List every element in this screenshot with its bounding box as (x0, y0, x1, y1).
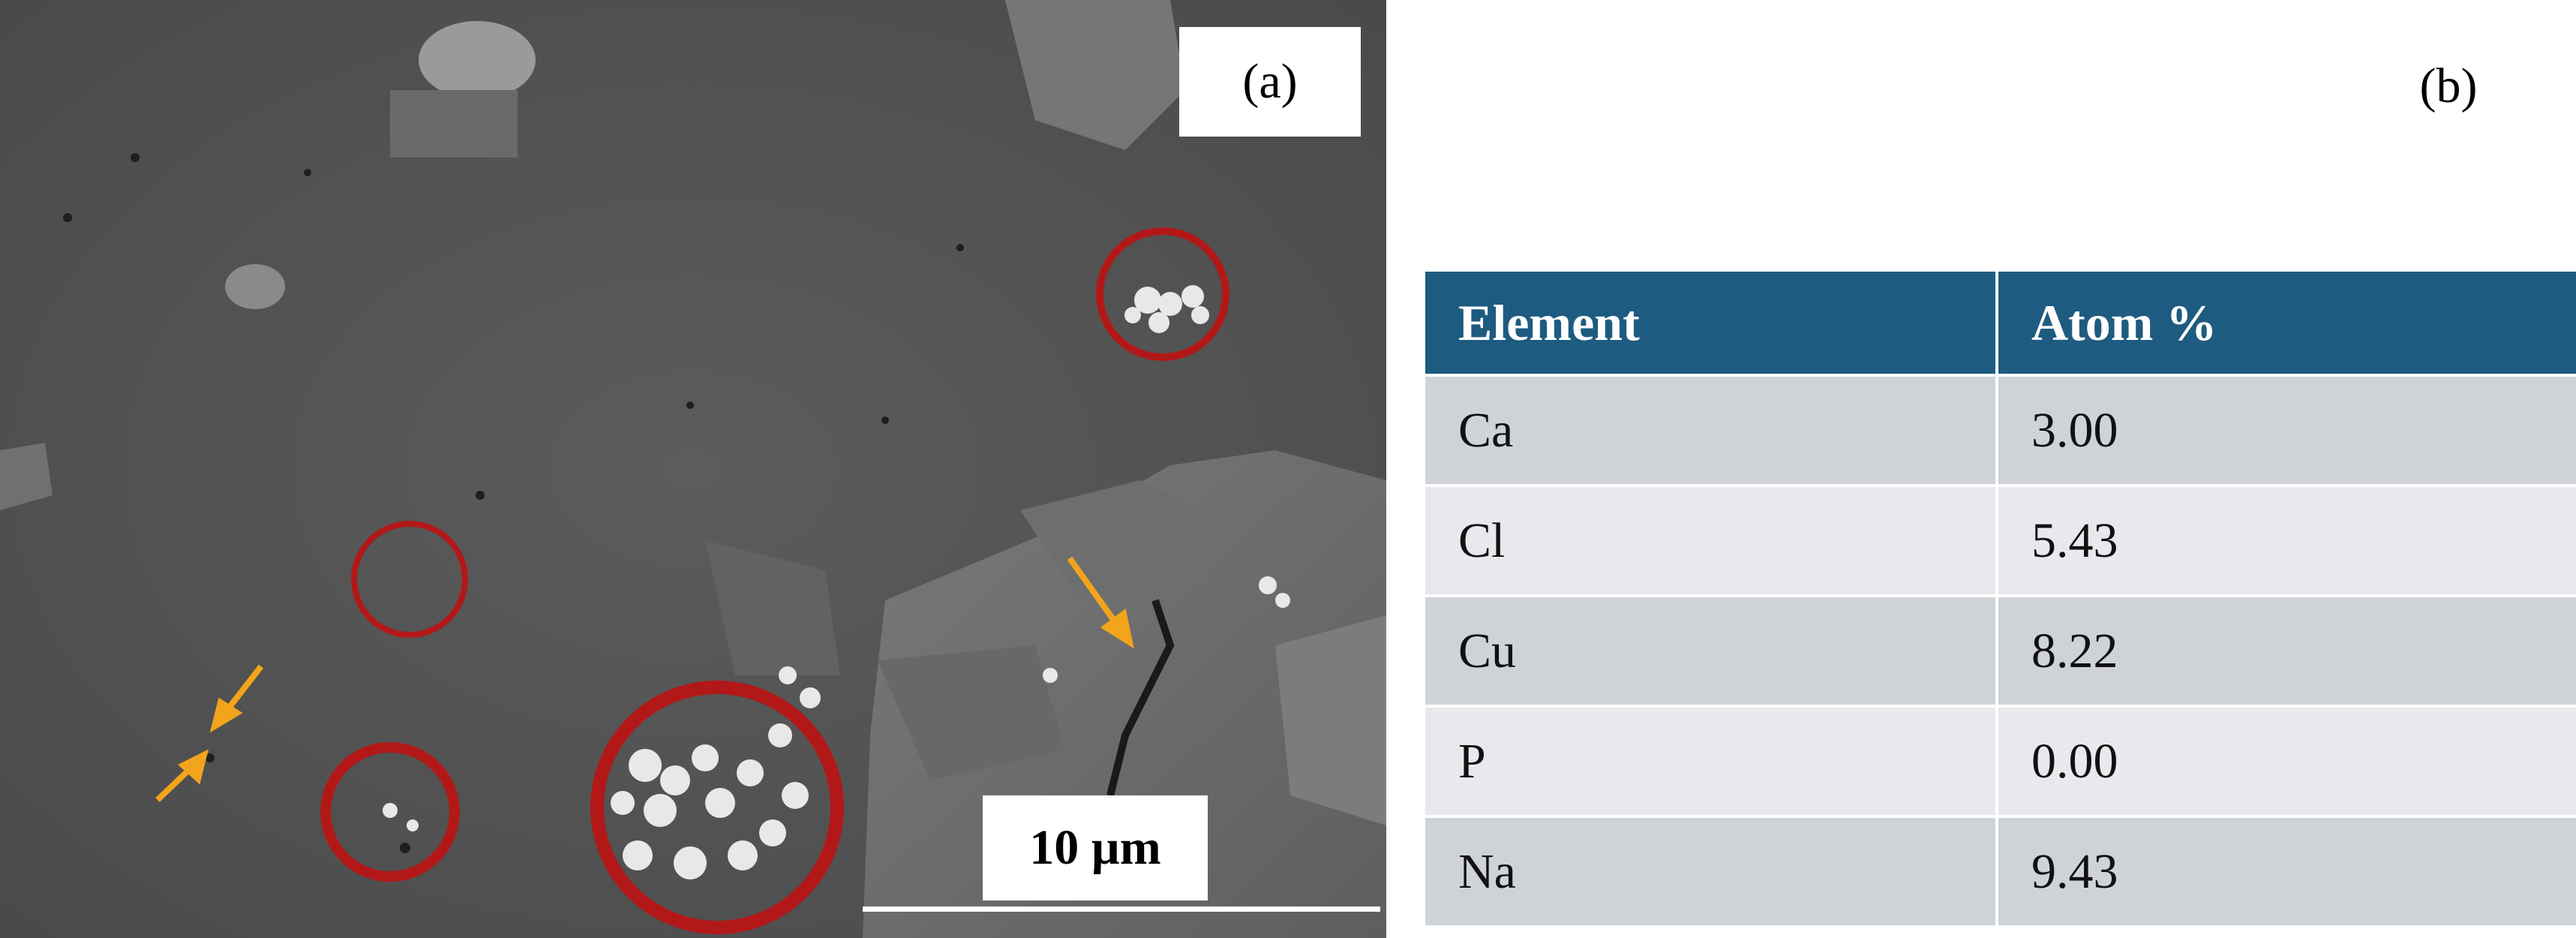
flake-plate (1005, 0, 1185, 150)
cell-atom-percent: 3.00 (1997, 375, 2576, 487)
scale-bar-label: 10 µm (983, 795, 1208, 900)
panel-label-b: (b) (2370, 35, 2526, 138)
flake-plate (1275, 615, 1386, 825)
crack (1106, 599, 1175, 797)
particle (419, 21, 536, 99)
cell-element: Cl (1425, 486, 1998, 597)
composition-table-panel: Element Atom % Ca 3.00 Cl 5.43 Cu 8.22 P… (1425, 272, 2576, 938)
flake-plate (0, 443, 53, 510)
cell-atom-percent: 9.43 (1997, 816, 2576, 928)
flake-plate (705, 540, 840, 675)
cell-element: P (1425, 706, 1998, 818)
cell-atom-percent: 8.22 (1997, 596, 2576, 708)
table-row: Ca 3.00 (1425, 375, 2576, 487)
cell-atom-percent: 0.00 (1997, 706, 2576, 818)
flake-plate (1020, 480, 1230, 600)
table-row: P 0.00 (1425, 706, 2576, 818)
flake-plate (878, 645, 1065, 780)
particle (390, 90, 518, 158)
sem-micrograph-panel: (a) 10 µm (0, 0, 1386, 938)
atom-percent-table: Element Atom % Ca 3.00 Cl 5.43 Cu 8.22 P… (1425, 272, 2576, 928)
header-atom-percent: Atom % (1997, 272, 2576, 377)
pore (63, 153, 964, 853)
table-row: Cl 5.43 (1425, 486, 2576, 597)
sem-micrograph-image (0, 0, 1386, 938)
highlight-circles (320, 227, 1229, 934)
particle-cluster (383, 285, 1290, 879)
table-row: Na 9.43 (1425, 816, 2576, 928)
scale-bar (863, 906, 1380, 912)
cell-element: Cu (1425, 596, 1998, 708)
cell-atom-percent: 5.43 (1997, 486, 2576, 597)
particle (225, 264, 285, 309)
header-element: Element (1425, 272, 1998, 377)
table-row: Cu 8.22 (1425, 596, 2576, 708)
cell-element: Na (1425, 816, 1998, 928)
table-header-row: Element Atom % (1425, 272, 2576, 377)
pore-arrows (155, 556, 1134, 802)
panel-label-a: (a) (1179, 27, 1361, 137)
cell-element: Ca (1425, 375, 1998, 487)
